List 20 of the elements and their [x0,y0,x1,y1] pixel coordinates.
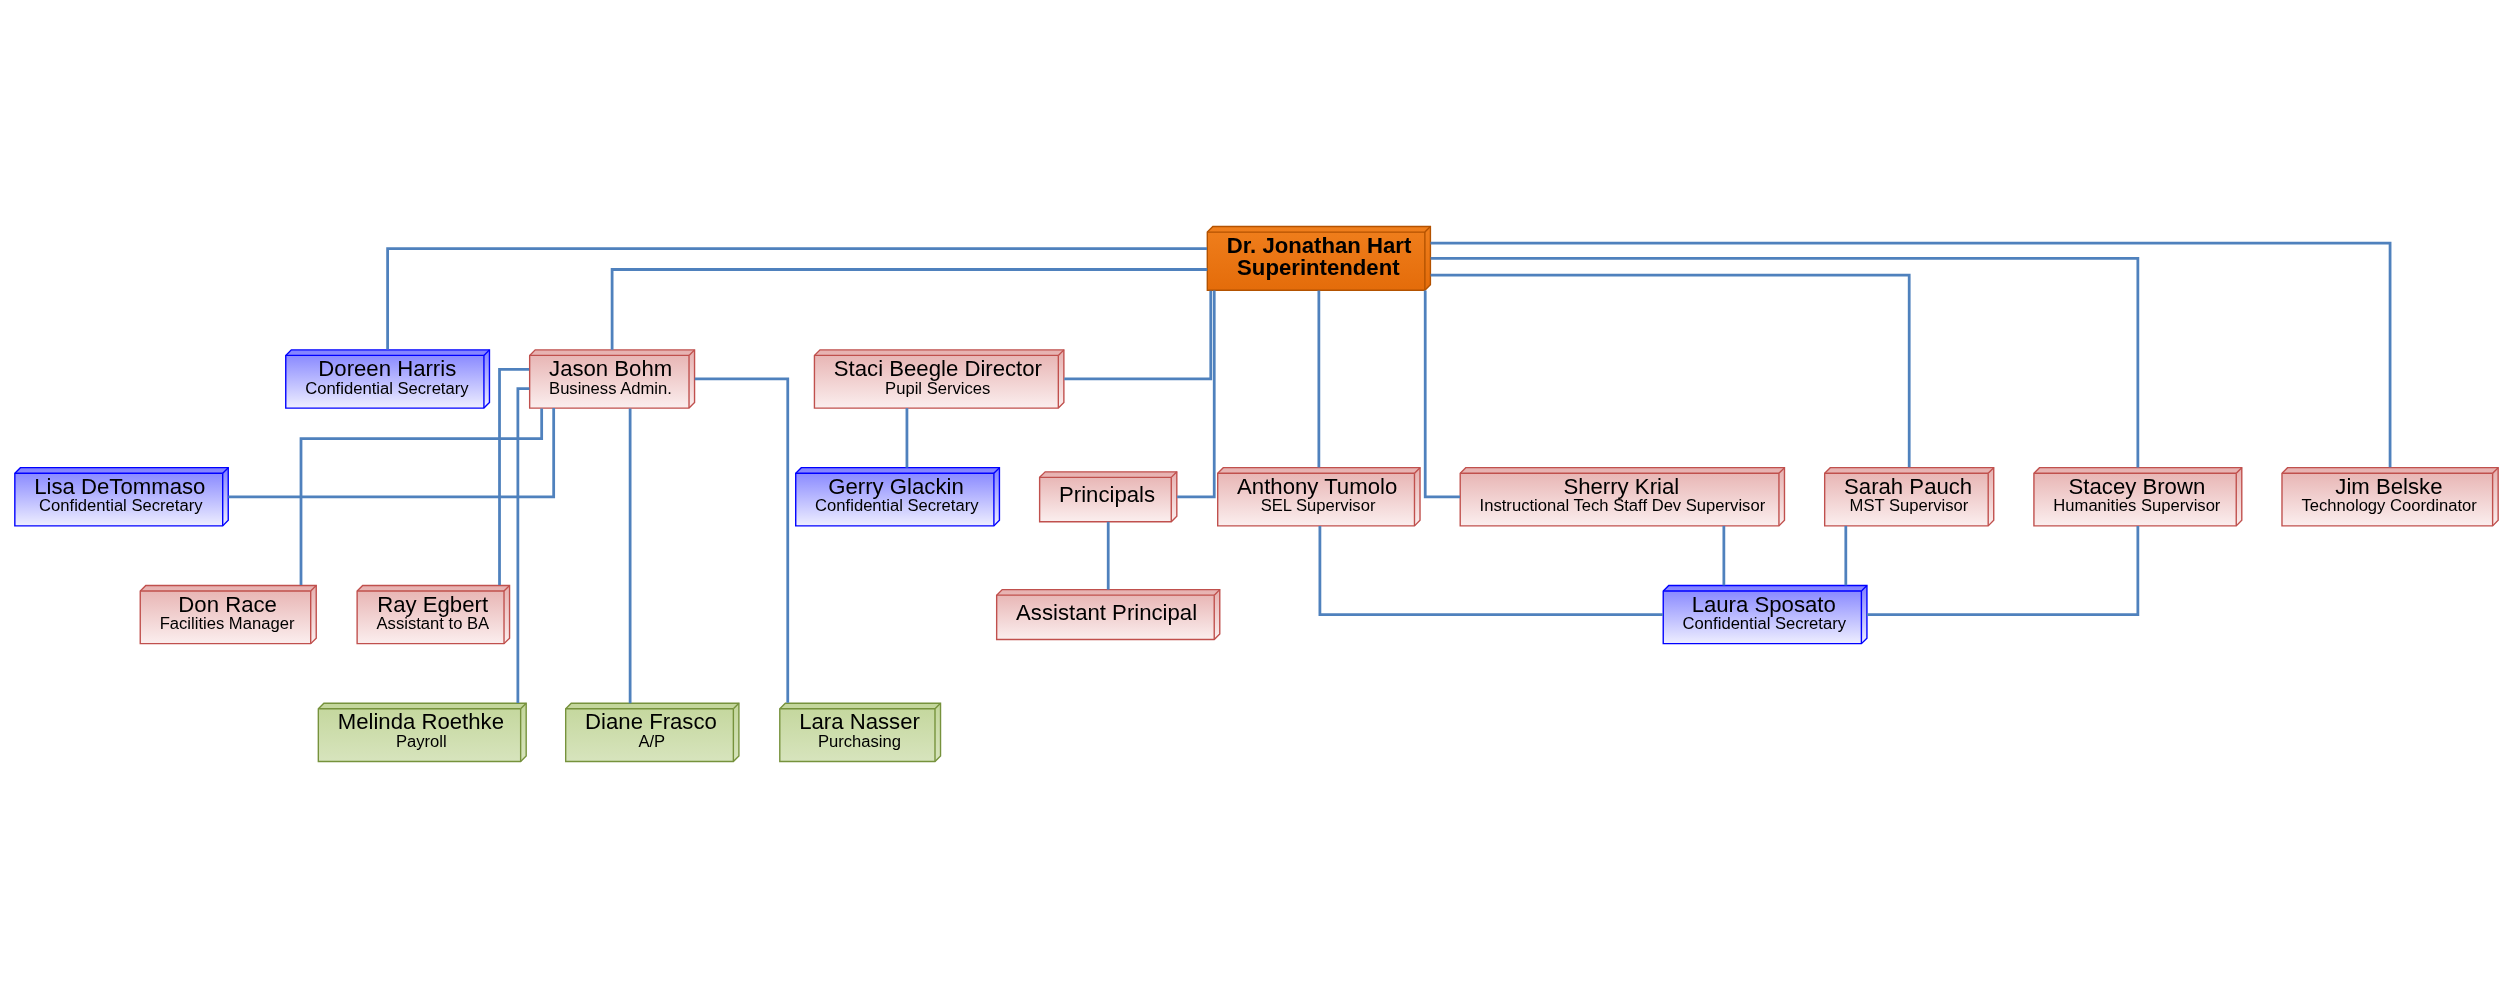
connector [228,407,556,498]
connector [628,408,632,703]
connector [1430,241,2392,467]
connector [1430,273,1911,467]
connector [299,407,544,585]
connector [1177,290,1216,498]
connector [1106,521,1110,590]
connector [1722,525,1726,585]
connector [1317,290,1321,467]
connector [1844,525,1848,585]
connector [516,386,530,703]
connector [386,246,1207,349]
connector [1064,290,1213,380]
connector [1866,525,2140,616]
connector [1430,256,2140,468]
connector [905,407,909,468]
connector [610,267,1208,350]
connector [694,377,790,703]
connector [498,367,530,585]
connector [1318,525,1663,616]
